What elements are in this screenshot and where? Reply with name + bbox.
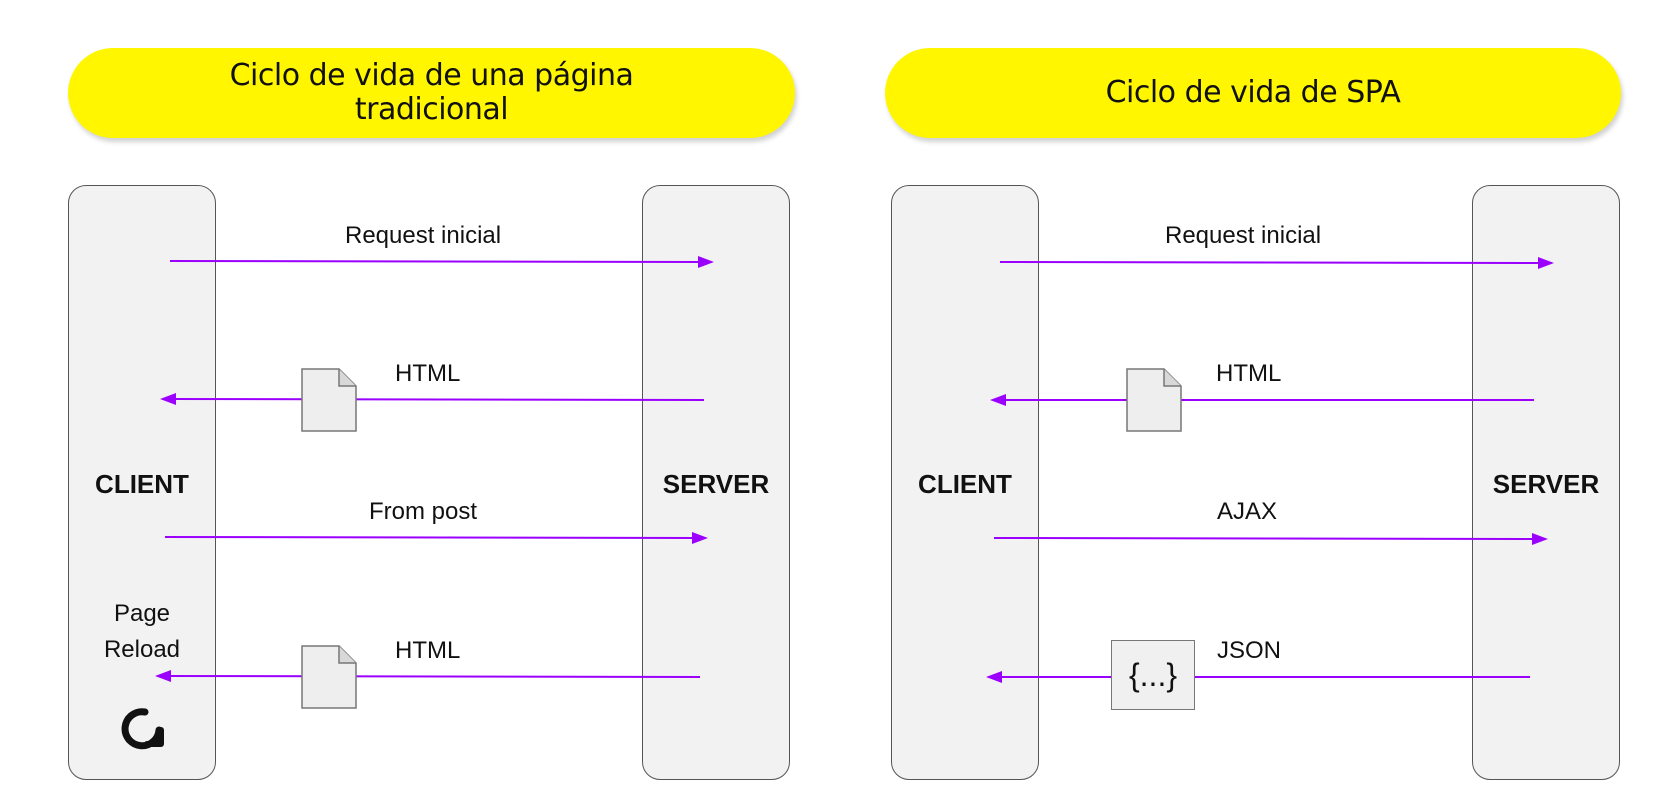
message-label-html: HTML [1216,360,1282,387]
document-icon [301,645,357,709]
arrow-from-post [164,536,697,539]
reload-label-line2: Reload [103,636,181,663]
message-arrows [155,256,714,682]
spa-lifecycle-panel: Ciclo de vida de SPA CLIENT SERVER Reque… [840,0,1680,802]
page-reload-label: Page Reload [69,596,215,668]
server-label: SERVER [662,469,770,499]
client-lane: CLIENT [891,185,1039,780]
message-label-html-1: HTML [395,360,461,387]
arrow-html-1 [171,398,705,401]
arrow-html-2 [166,675,701,678]
arrow-ajax [993,537,1537,540]
arrowhead [1532,533,1548,545]
message-label-from-post: From post [369,498,478,525]
server-lane: SERVER [642,185,790,780]
message-label-json: JSON [1217,637,1282,664]
server-label: SERVER [1492,469,1600,499]
client-lane: CLIENT Page Reload [68,185,216,780]
json-braces-icon: {...} [1111,640,1195,710]
panel-title: Ciclo de vida de SPA [1105,75,1401,110]
arrowhead [986,671,1002,683]
document-icon [1126,368,1182,432]
arrowhead [698,256,714,268]
client-label: CLIENT [918,469,1012,499]
arrowhead [990,394,1006,406]
title-pill: Ciclo de vida de SPA [885,48,1621,138]
message-label-request-inicial: Request inicial [345,222,502,249]
message-label-ajax: AJAX [1217,498,1278,525]
panel-title: Ciclo de vida de una página tradicional [229,58,634,127]
title-pill: Ciclo de vida de una página tradicional [68,48,795,138]
message-label-request-inicial: Request inicial [1165,222,1322,249]
client-label: CLIENT [95,469,189,499]
message-label-html-2: HTML [395,637,461,664]
arrowhead [160,393,176,405]
arrowhead [692,532,708,544]
server-lane: SERVER [1472,185,1620,780]
reload-label-line1: Page [113,600,171,627]
reload-icon [121,708,164,750]
traditional-lifecycle-panel: Ciclo de vida de una página tradicional … [68,48,795,780]
arrow-request-inicial [999,261,1543,264]
arrow-request-inicial [169,260,703,263]
arrowhead [155,670,171,682]
message-arrows [986,257,1554,683]
document-icon [301,368,357,432]
arrowhead [1538,257,1554,269]
